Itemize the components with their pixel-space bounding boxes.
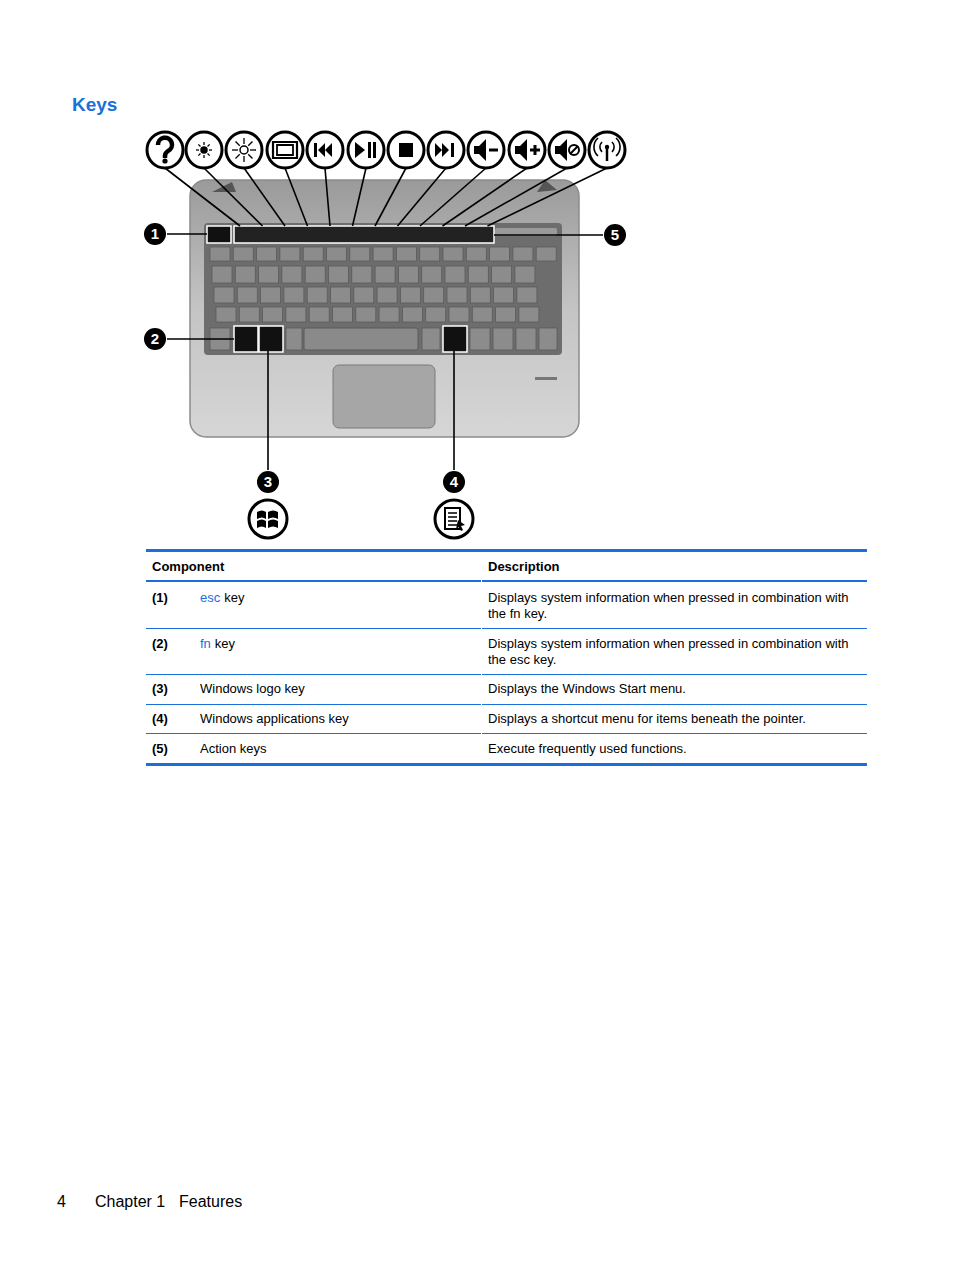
page-footer: Features [179,1193,242,1211]
action-icons [147,132,625,168]
callout-label: 4 [450,473,458,490]
action-keys [234,226,494,243]
table-header: Description [488,559,560,575]
row-number: (1) [152,590,168,606]
table-cell: key [224,590,244,606]
indicator [535,377,557,380]
table-cell: key [215,636,235,652]
callout-number: 4 [443,471,465,493]
table-cell: Displays system information when pressed… [488,636,860,668]
page-footer: 4 [57,1193,66,1211]
row-number: (5) [152,741,168,757]
table-rules [146,549,867,766]
leader-lines [165,168,607,470]
hinge [537,180,557,192]
table-cell: Action keys [200,741,266,757]
applications-key [443,326,467,352]
row-number: (2) [152,636,168,652]
callout-number: 1 [144,223,166,245]
touchpad [333,365,435,428]
space-bar [304,328,418,350]
windows-key [259,326,283,352]
esc-key [207,226,231,243]
keyboard-deck [204,223,562,355]
fn-key [234,326,258,352]
callout-label: 2 [151,330,159,347]
applications-icon [435,500,473,538]
laptop-base [190,180,579,437]
windows-logo-icon [249,500,287,538]
callout-label: 5 [611,226,619,243]
section-title: Keys [72,94,117,116]
row-number: (3) [152,681,168,697]
callout-label: 3 [264,473,272,490]
table-header: Component [152,559,224,575]
table-cell: fn [200,636,211,652]
table-cell: Windows applications key [200,711,349,727]
row-number: (4) [152,711,168,727]
table-cell: esc [200,590,220,606]
table-cell: Displays the Windows Start menu. [488,681,686,697]
table-cell: Execute frequently used functions. [488,741,687,757]
table-cell: Displays a shortcut menu for items benea… [488,711,806,727]
table-cell: Windows logo key [200,681,305,697]
page-footer: Chapter 1 [95,1193,165,1211]
callout-number: 3 [257,471,279,493]
table-cell: Displays system information when pressed… [488,590,860,622]
callout-number: 5 [604,224,626,246]
callout-label: 1 [151,225,159,242]
callout-number: 2 [144,328,166,350]
